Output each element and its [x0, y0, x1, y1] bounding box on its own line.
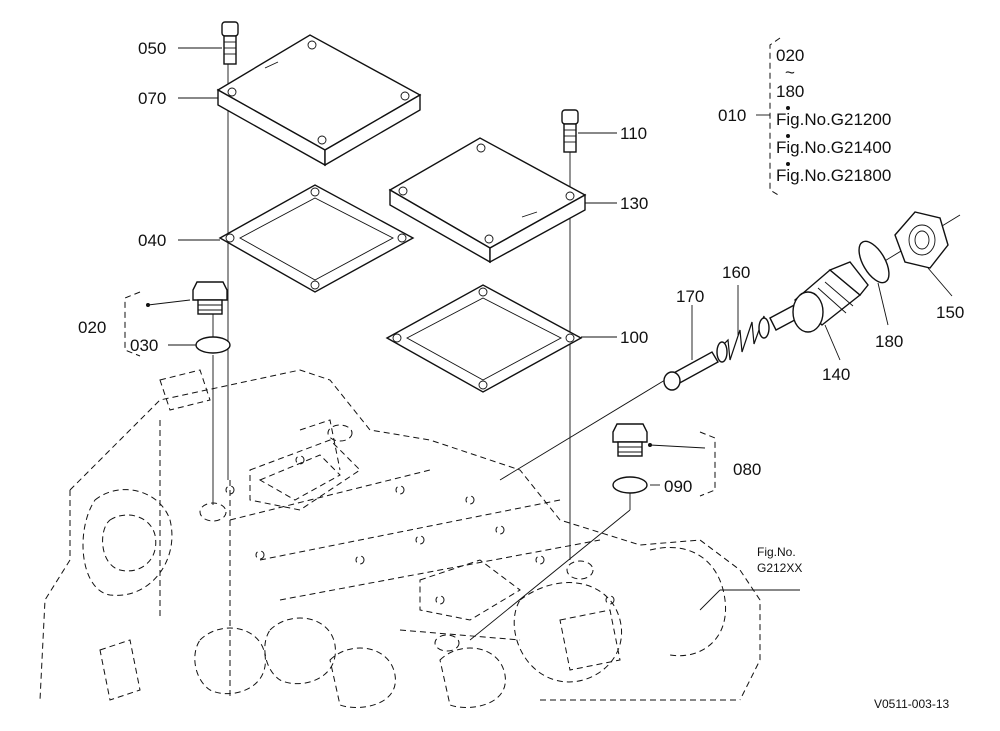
leader-lines: [146, 47, 953, 611]
nut-150: [894, 211, 949, 269]
plug-080: [612, 423, 648, 457]
o-ring-090: [612, 476, 648, 494]
fig-ref-g21200: Fig.No.G21200: [776, 110, 891, 129]
range-tilde: ~: [785, 63, 795, 82]
label-170: 170: [676, 287, 704, 306]
cover-130: [388, 137, 587, 264]
brackets: [124, 37, 790, 497]
label-070: 070: [138, 89, 166, 108]
valve-body-140: [769, 261, 869, 333]
label-160: 160: [722, 263, 750, 282]
fig-callout-line1: Fig.No.: [757, 545, 796, 559]
bolt-050: [221, 21, 239, 65]
label-040: 040: [138, 231, 166, 250]
label-150: 150: [936, 303, 964, 322]
bolt-110: [561, 109, 579, 153]
pin-170: [663, 351, 719, 391]
drawing-id: V0511-003-13: [874, 697, 949, 711]
fig-callout-line2: G212XX: [757, 561, 802, 575]
label-110: 110: [620, 124, 647, 143]
label-090: 090: [664, 477, 692, 496]
spring-160: [716, 315, 770, 363]
label-140: 140: [822, 365, 850, 384]
label-020: 020: [78, 318, 106, 337]
plug-020: [192, 281, 228, 315]
range-from: 020: [776, 46, 804, 65]
o-ring-180: [858, 240, 890, 284]
valve-housing-outline: [39, 369, 761, 708]
label-100: 100: [620, 328, 648, 347]
label-030: 030: [130, 336, 158, 355]
label-180: 180: [875, 332, 903, 351]
label-080: 080: [733, 460, 761, 479]
assembly-guide-lines: [212, 60, 961, 641]
gasket-100: [385, 284, 583, 393]
fig-ref-g21800: Fig.No.G21800: [776, 166, 891, 185]
range-to: 180: [776, 82, 804, 101]
gasket-040: [218, 184, 415, 293]
label-050: 050: [138, 39, 166, 58]
o-ring-030: [195, 336, 231, 354]
label-010: 010: [718, 106, 746, 125]
fig-ref-g21400: Fig.No.G21400: [776, 138, 891, 157]
label-130: 130: [620, 194, 648, 213]
cover-070: [216, 34, 422, 167]
